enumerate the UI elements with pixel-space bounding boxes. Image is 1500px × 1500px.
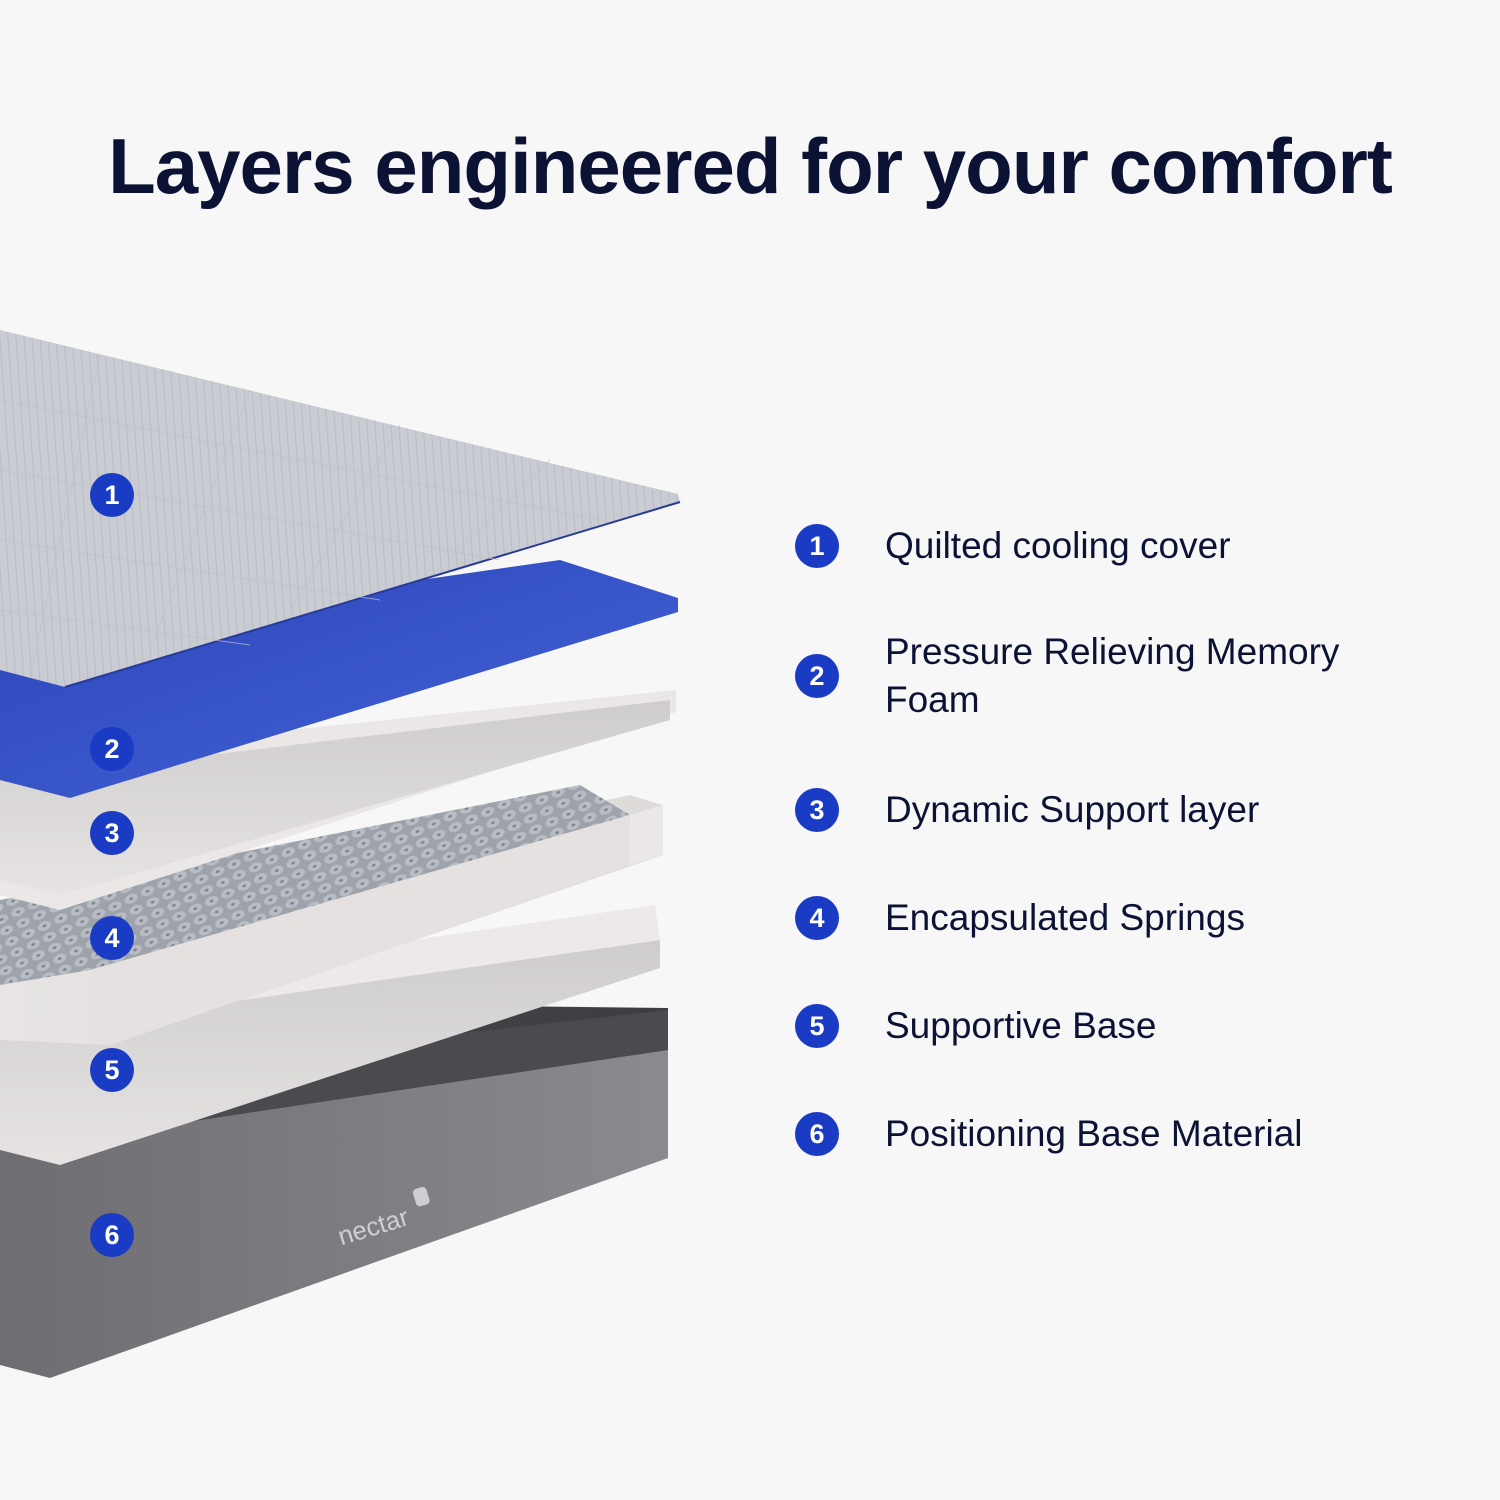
legend-number-badge: 6 [795,1112,839,1156]
marker-2: 2 [90,727,134,771]
mattress-layers-illustration: nectar [0,300,720,1400]
legend-item-4: 4 Encapsulated Springs [795,894,1455,942]
layer-4-encapsulated-springs [0,785,663,1045]
legend-label: Encapsulated Springs [885,897,1245,938]
legend-number-badge: 2 [795,654,839,698]
marker-1: 1 [90,473,134,517]
marker-4: 4 [90,916,134,960]
legend-item-6: 6 Positioning Base Material [795,1110,1455,1158]
legend-label: Positioning Base Material [885,1113,1303,1154]
mattress-exploded-view: nectar [0,330,681,1378]
legend-item-2: 2 Pressure Relieving Memory Foam [795,628,1455,724]
layer-1-quilted-cover [0,330,681,688]
page-title: Layers engineered for your comfort [108,122,1393,210]
legend-number-badge: 1 [795,524,839,568]
legend-number-badge: 3 [795,788,839,832]
legend-label: Quilted cooling cover [885,525,1231,566]
legend-item-1: 1 Quilted cooling cover [795,522,1455,570]
legend-label: Supportive Base [885,1005,1157,1046]
legend-label: Dynamic Support layer [885,789,1260,830]
legend-item-5: 5 Supportive Base [795,1002,1455,1050]
legend-number-badge: 5 [795,1004,839,1048]
nectar-logo-mark-icon [412,1187,430,1207]
legend-number-badge: 4 [795,896,839,940]
legend-label: Pressure Relieving Memory Foam [885,631,1340,720]
marker-3: 3 [90,811,134,855]
legend-item-3: 3 Dynamic Support layer [795,786,1455,834]
marker-5: 5 [90,1048,134,1092]
marker-6: 6 [90,1213,134,1257]
